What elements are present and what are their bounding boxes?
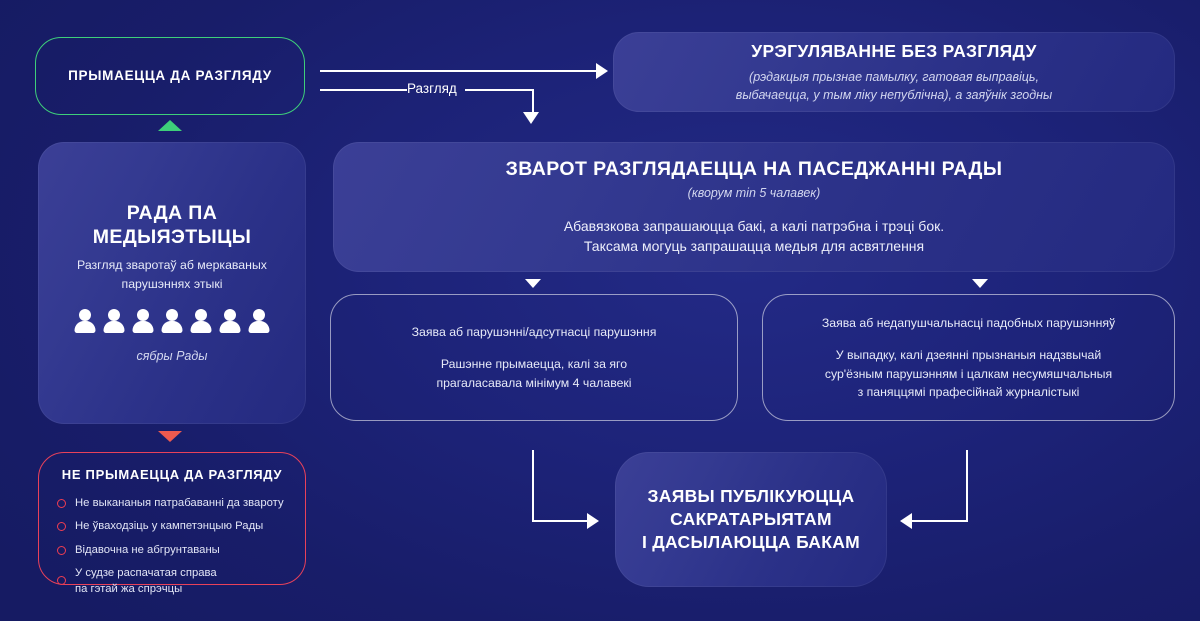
node-publication-line3: І ДАСЫЛАЮЦЦА БАКАМ <box>641 531 861 552</box>
node-accepted-title: ПРЫМАЕЦЦА ДА РАЗГЛЯДУ <box>68 68 272 84</box>
node-outcome-left[interactable]: Заява аб парушэнні/адсутнасці парушэння … <box>330 294 738 421</box>
node-rejected[interactable]: НЕ ПРЫМАЕЦЦА ДА РАЗГЛЯДУ Не выкананыя па… <box>38 452 306 595</box>
person-icon <box>74 309 96 335</box>
connector-left-publication-arrow-icon <box>587 513 599 529</box>
node-outcome-right-line2: У выпадку, калі дзеянні прызнаныя надзвы… <box>835 348 1102 363</box>
person-icon <box>190 309 212 335</box>
connector-review-left-line <box>320 89 407 91</box>
node-publication-line1: ЗАЯВЫ ПУБЛІКУЮЦЦА <box>647 486 855 507</box>
node-council-subtitle-line2: парушэннях этыкі <box>121 276 223 291</box>
node-outcome-right-line3: сур'ёзным парушэнням і цалкам несумяшчал… <box>824 366 1113 381</box>
node-settlement[interactable]: УРЭГУЛЯВАННЕ БЕЗ РАЗГЛЯДУ (рэдакцыя прыз… <box>613 32 1175 112</box>
node-council[interactable]: РАДА ПА МЕДЫЯЭТЫЦЫ Разгляд зваротаў аб м… <box>38 142 306 424</box>
person-icon <box>132 309 154 335</box>
node-rejected-title: НЕ ПРЫМАЕЦЦА ДА РАЗГЛЯДУ <box>61 467 283 482</box>
node-publication[interactable]: ЗАЯВЫ ПУБЛІКУЮЦЦА САКРАТАРЫЯТАМ І ДАСЫЛА… <box>615 452 887 587</box>
node-session-title: ЗВАРОТ РАЗГЛЯДАЕЦЦА НА ПАСЕДЖАННІ РАДЫ <box>505 158 1003 181</box>
node-session[interactable]: ЗВАРОТ РАЗГЛЯДАЕЦЦА НА ПАСЕДЖАННІ РАДЫ (… <box>333 142 1175 272</box>
connector-review-top-arrow-icon <box>596 63 608 79</box>
rejected-reason-text: Не выкананыя патрабаванні да звароту <box>75 496 284 509</box>
rejected-reason-text: Не ўваходзіць у кампетэнцыю Рады <box>75 520 264 533</box>
bullet-circle-icon <box>57 545 66 555</box>
connector-right-publication-hline <box>912 520 968 522</box>
person-icon <box>161 309 183 335</box>
connector-right-publication-arrow-icon <box>900 513 912 529</box>
node-publication-line2: САКРАТАРЫЯТАМ <box>670 509 832 530</box>
council-members-icons <box>74 309 270 335</box>
connector-left-publication-hline <box>532 520 589 522</box>
connector-review-label: Разгляд <box>407 81 457 96</box>
bullet-circle-icon <box>57 498 66 508</box>
list-item: Відавочна не абгрунтаваны <box>57 542 287 558</box>
bullet-circle-icon <box>57 522 66 532</box>
node-outcome-left-line1: Заява аб парушэнні/адсутнасці парушэння <box>411 324 657 339</box>
bullet-circle-icon <box>57 576 66 586</box>
connector-review-right-line <box>465 89 534 91</box>
connector-review-down-arrow-icon <box>523 112 539 124</box>
node-session-quorum: (кворум min 5 чалавек) <box>687 185 821 200</box>
node-session-body-line1: Абавязкова запрашаюцца бакі, а калі патр… <box>563 217 945 234</box>
node-outcome-right[interactable]: Заява аб недапушчальнасці падобных паруш… <box>762 294 1175 421</box>
arrow-down-left-outcome-icon <box>525 279 541 288</box>
list-item: У судзе распачатая справа па гэтай жа сп… <box>57 565 287 598</box>
person-icon <box>248 309 270 335</box>
connector-left-publication-vline <box>532 450 534 522</box>
node-council-subtitle-line1: Разгляд зваротаў аб меркаваных <box>77 258 267 273</box>
arrow-down-right-outcome-icon <box>972 279 988 288</box>
node-council-title: РАДА ПА МЕДЫЯЭТЫЦЫ <box>92 201 252 248</box>
rejected-reason-list: Не выкананыя патрабаванні да звароту Не … <box>57 495 287 605</box>
person-icon <box>219 309 241 335</box>
list-item: Не выкананыя патрабаванні да звароту <box>57 495 287 511</box>
list-item: Не ўваходзіць у кампетэнцыю Рады <box>57 518 287 534</box>
connector-review-top-line <box>320 70 598 72</box>
arrow-down-red-icon <box>158 431 182 442</box>
node-settlement-note-line1: (рэдакцыя прызнае памылку, гатовая выпра… <box>749 69 1039 84</box>
connector-review-drop-line <box>532 89 534 113</box>
node-settlement-title: УРЭГУЛЯВАННЕ БЕЗ РАЗГЛЯДУ <box>751 41 1037 61</box>
arrow-up-green-icon <box>158 120 182 131</box>
council-members-caption: сябры Рады <box>136 349 208 364</box>
node-settlement-note-line2: выбачаецца, у тым ліку непублічна), а за… <box>735 87 1053 102</box>
node-outcome-right-line1: Заява аб недапушчальнасці падобных паруш… <box>821 315 1116 330</box>
node-outcome-left-line3: прагаласавала мінімум 4 чалавекі <box>436 375 632 390</box>
rejected-reason-text: У судзе распачатая справа па гэтай жа сп… <box>75 567 217 596</box>
rejected-reason-text: Відавочна не абгрунтаваны <box>75 543 220 556</box>
connector-right-publication-vline <box>966 450 968 522</box>
node-accepted[interactable]: ПРЫМАЕЦЦА ДА РАЗГЛЯДУ <box>35 37 305 115</box>
node-session-body-line2: Таксама могуць запрашацца медыя для асвя… <box>583 238 925 255</box>
node-outcome-right-line4: з паняццямі прафесійнай журналістыкі <box>857 384 1080 399</box>
person-icon <box>103 309 125 335</box>
node-outcome-left-line2: Рашэнне прымаецца, калі за яго <box>440 357 628 372</box>
